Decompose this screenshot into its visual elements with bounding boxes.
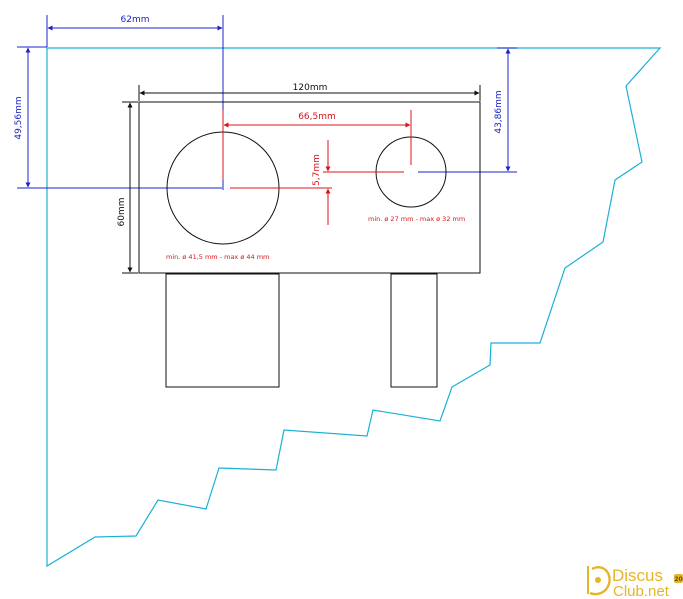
hole-center-marks (222, 110, 412, 189)
right-tube (390, 273, 438, 388)
dimension-49-56mm: 49,56mm (14, 46, 222, 189)
dimension-66-5mm: 66,5mm (223, 112, 411, 128)
dimension-5-7mm-label: 5,7mm (312, 154, 322, 186)
dimension-60mm-label: 60mm (117, 198, 127, 227)
small-hole-note: min. ø 27 mm - max ø 32 mm (368, 215, 465, 223)
dimension-60mm: 60mm (117, 101, 138, 274)
dimension-66-5mm-label: 66,5mm (298, 112, 336, 122)
dimension-120mm-label: 120mm (293, 83, 328, 93)
dimension-49-56mm-label: 49,56mm (14, 96, 24, 139)
large-hole-note: min. ø 41,5 mm - max ø 44 mm (166, 253, 269, 261)
panel-outline (46, 47, 662, 568)
dimension-43-86mm-label: 43,86mm (494, 90, 504, 133)
left-tube (165, 273, 280, 388)
logo-icon (587, 566, 611, 596)
logo-badge-label: 20 (674, 576, 682, 583)
logo-badge (674, 574, 683, 583)
logo-line2: Club.net (613, 583, 670, 599)
dimension-62mm-label: 62mm (121, 15, 150, 25)
part-body (138, 101, 481, 274)
dimension-5-7mm: 5,7mm (312, 140, 331, 225)
discusclub-logo: Discus Club.net 20 (587, 566, 683, 599)
dimension-120mm: 120mm (138, 83, 481, 101)
logo-line1: Discus (612, 566, 663, 585)
dimension-43-86mm: 43,86mm (418, 47, 517, 173)
